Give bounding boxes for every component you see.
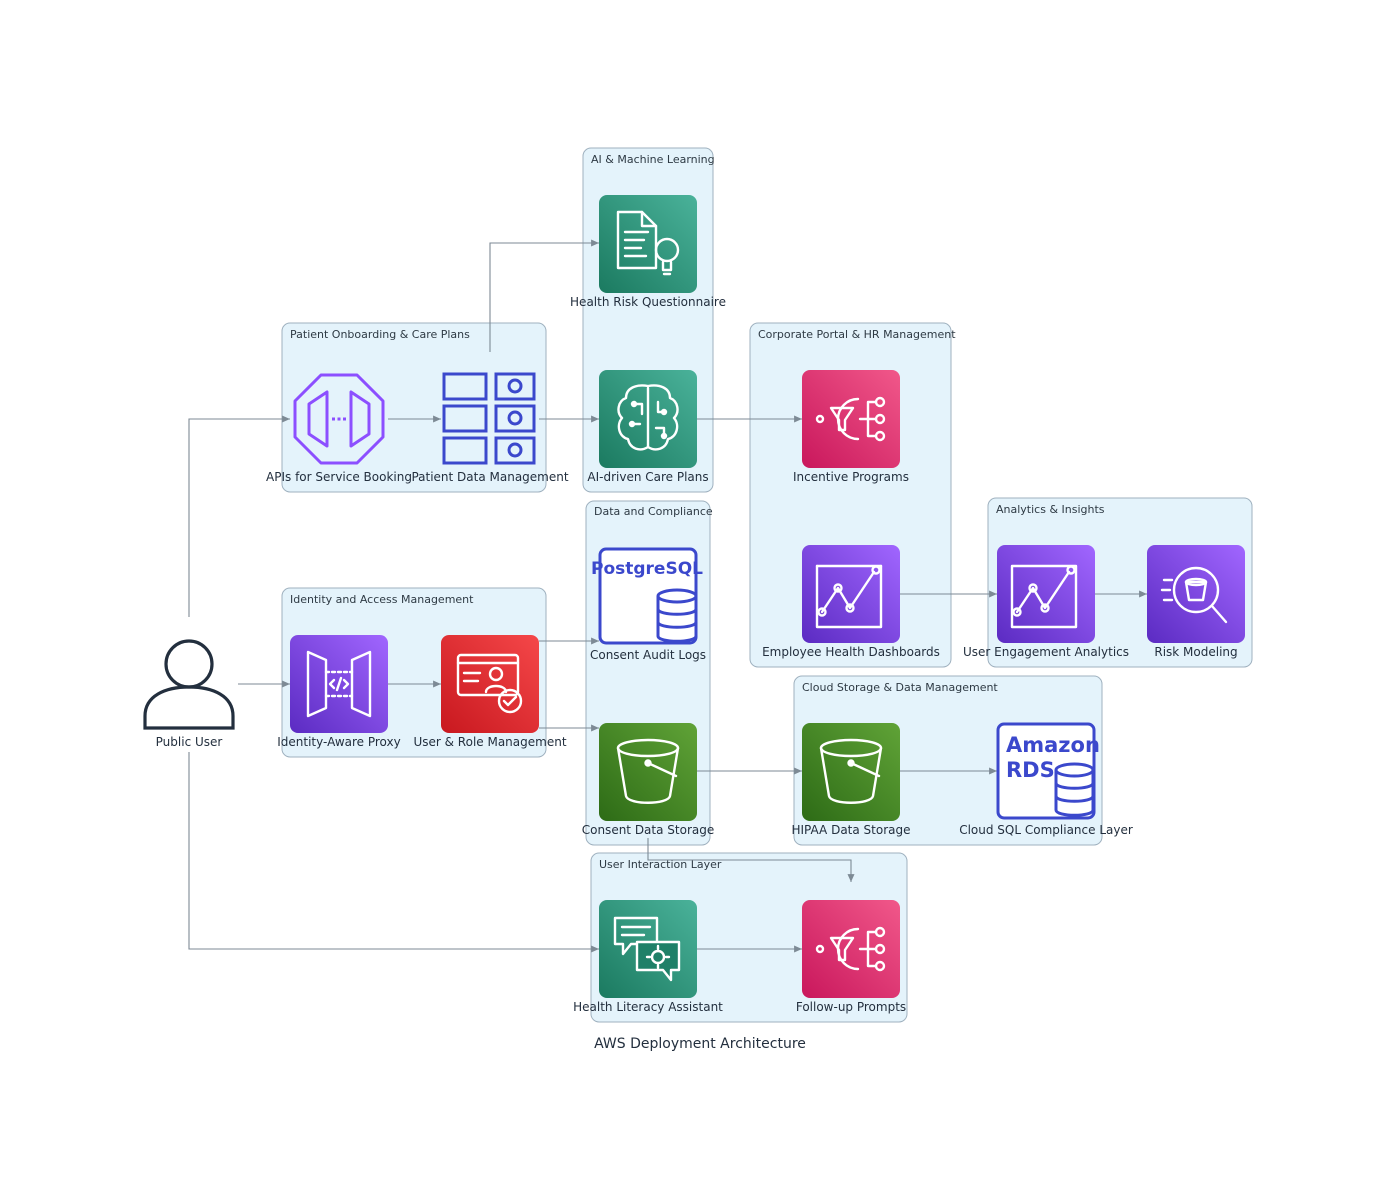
edges: [188, 239, 1147, 953]
icon-text: RDS: [1006, 758, 1055, 782]
edge-patient-data-to-questionnaire: [489, 239, 599, 352]
user-icon: [143, 639, 235, 730]
node-label: APIs for Service Booking: [266, 470, 412, 484]
node-consent-audit-logs[interactable]: PostgreSQL Consent Audit Logs: [590, 547, 706, 662]
node-label: User Engagement Analytics: [963, 645, 1129, 659]
icon-text: Amazon: [1006, 733, 1100, 757]
node-label: Identity-Aware Proxy: [277, 735, 400, 749]
node-label: Cloud SQL Compliance Layer: [959, 823, 1133, 837]
cluster-patient-onboarding: Patient Onboarding & Care Plans: [281, 322, 547, 493]
node-identity-aware-proxy[interactable]: Identity-Aware Proxy: [277, 635, 401, 749]
node-label: AI-driven Care Plans: [587, 470, 708, 484]
bucket-search-icon: [1160, 566, 1228, 624]
icon-text: PostgreSQL: [591, 559, 703, 579]
event-filter-icon: [815, 926, 886, 972]
cluster-label: Identity and Access Management: [290, 593, 474, 606]
amazon-rds-icon: Amazon RDS: [996, 722, 1100, 820]
node-label: Consent Audit Logs: [590, 648, 706, 662]
node-incentive-programs[interactable]: Incentive Programs: [793, 370, 909, 484]
node-patient-data-management[interactable]: Patient Data Management: [411, 372, 569, 484]
node-label: User & Role Management: [413, 735, 566, 749]
cluster-label: Data and Compliance: [594, 505, 713, 518]
cluster-label: User Interaction Layer: [599, 858, 722, 871]
node-label: Health Literacy Assistant: [573, 1000, 723, 1014]
cluster-corporate-portal: Corporate Portal & HR Management: [749, 322, 956, 668]
cluster-label: Analytics & Insights: [996, 503, 1105, 516]
node-risk-modeling[interactable]: Risk Modeling: [1147, 545, 1245, 659]
diagram-title: AWS Deployment Architecture: [594, 1036, 806, 1052]
node-label: Follow-up Prompts: [796, 1000, 906, 1014]
s3-bucket-icon: [616, 738, 680, 804]
cluster-label: Cloud Storage & Data Management: [802, 681, 998, 694]
api-gateway-code-icon: [306, 650, 372, 718]
edge-user-to-literacy: [188, 752, 599, 953]
cluster-label: AI & Machine Learning: [591, 153, 715, 166]
postgresql-database-icon: PostgreSQL: [591, 547, 703, 645]
edge-user-to-apis: [188, 415, 290, 617]
node-health-risk-questionnaire[interactable]: Health Risk Questionnaire: [570, 195, 726, 309]
cluster-label: Patient Onboarding & Care Plans: [290, 328, 470, 341]
node-follow-up-prompts[interactable]: Follow-up Prompts: [796, 900, 906, 1014]
node-user-engagement-analytics[interactable]: User Engagement Analytics: [963, 545, 1129, 659]
cluster-label: Corporate Portal & HR Management: [758, 328, 956, 341]
edge-consent-to-follow-up: [647, 838, 855, 882]
document-lightbulb-icon: [616, 210, 680, 276]
node-cloud-sql-compliance[interactable]: Amazon RDS Cloud SQL Compliance Layer: [959, 722, 1133, 837]
node-label: Employee Health Dashboards: [762, 645, 940, 659]
node-hipaa-data-storage[interactable]: HIPAA Data Storage: [791, 723, 911, 837]
node-health-literacy-assistant[interactable]: Health Literacy Assistant: [573, 900, 723, 1014]
node-ai-care-plans[interactable]: AI-driven Care Plans: [587, 370, 709, 484]
node-label: Incentive Programs: [793, 470, 909, 484]
node-label: Health Risk Questionnaire: [570, 295, 726, 309]
chat-settings-icon: [613, 916, 681, 982]
instances-grid-icon: [442, 372, 536, 465]
node-user-role-management[interactable]: User & Role Management: [413, 635, 567, 749]
identity-card-check-icon: [456, 653, 523, 714]
chart-trend-icon: [1010, 564, 1078, 629]
event-filter-icon: [815, 396, 886, 442]
chart-trend-icon: [815, 564, 883, 629]
node-label: Consent Data Storage: [582, 823, 715, 837]
api-gateway-endpoint-icon: [293, 373, 385, 465]
node-label: HIPAA Data Storage: [791, 823, 910, 837]
node-label: Public User: [156, 735, 223, 749]
node-apis-service-booking[interactable]: APIs for Service Booking: [266, 373, 412, 484]
node-public-user[interactable]: Public User: [143, 639, 235, 749]
s3-bucket-icon: [819, 738, 883, 804]
brain-circuit-icon: [617, 384, 679, 451]
node-employee-health-dashboards[interactable]: Employee Health Dashboards: [762, 545, 940, 659]
node-consent-data-storage[interactable]: Consent Data Storage: [582, 723, 715, 837]
node-label: Risk Modeling: [1154, 645, 1237, 659]
node-label: Patient Data Management: [411, 470, 568, 484]
